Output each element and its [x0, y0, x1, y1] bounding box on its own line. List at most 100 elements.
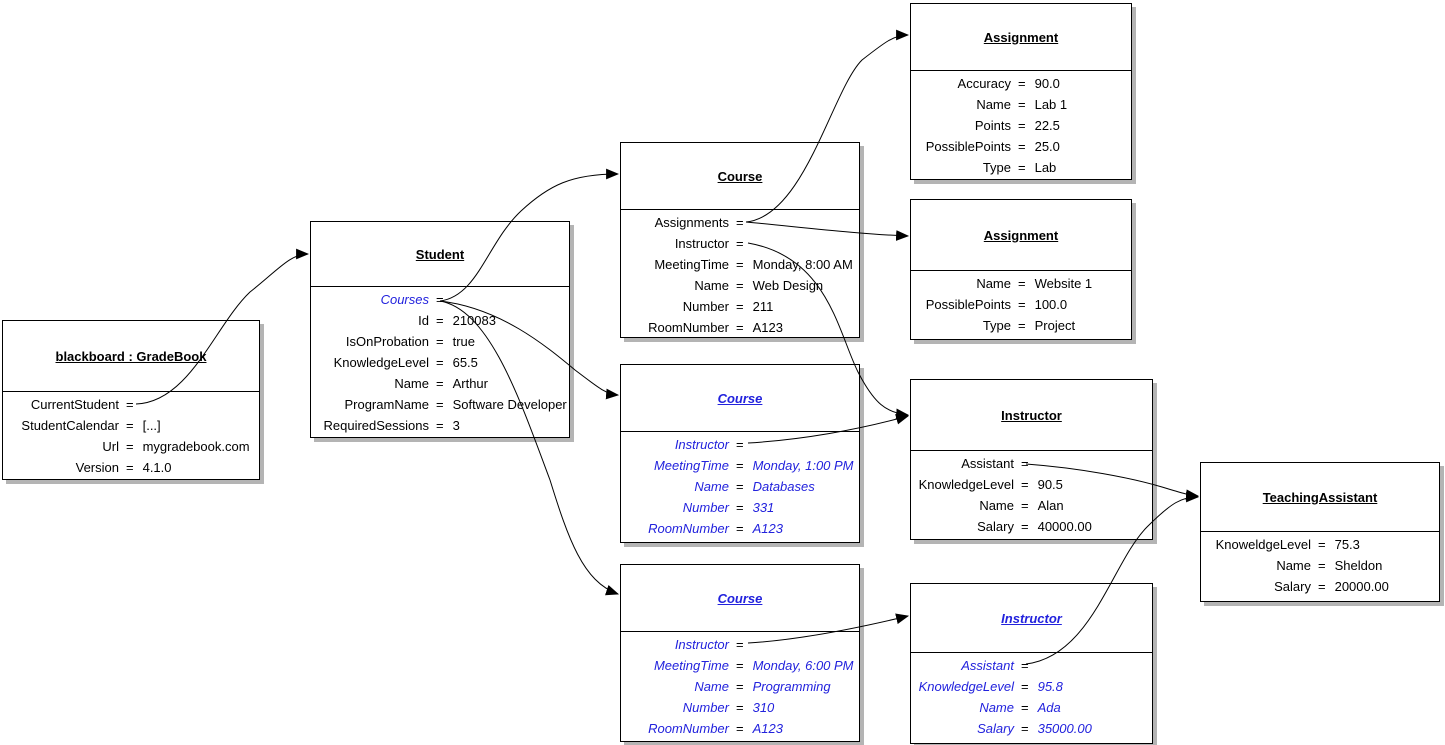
object-box-header: Student [311, 222, 569, 287]
property-row-accuracy: Accuracy=90.0 [911, 73, 1131, 94]
property-name: KnowledgeLevel [918, 679, 1014, 694]
equals-sign: = [1018, 97, 1026, 112]
property-value: true [452, 334, 475, 349]
property-name: RoomNumber [648, 320, 729, 335]
object-box-header: Instructor [911, 380, 1152, 451]
property-row-isonprobation: IsOnProbation=true [311, 331, 569, 352]
property-row-type: Type = Lab [911, 157, 1131, 178]
property-value: Software Developer [452, 397, 567, 412]
equals-sign: = [736, 278, 744, 293]
equals-sign: = [1018, 139, 1026, 154]
object-box-header: Instructor [911, 584, 1152, 653]
property-name: Salary [977, 721, 1014, 736]
property-name: Points [974, 118, 1011, 133]
property-name: Assistant [961, 658, 1014, 673]
property-name: Number [682, 500, 729, 515]
equals-sign: = [736, 637, 744, 652]
property-value: 20000.00 [1334, 579, 1389, 594]
property-value: 210083 [452, 313, 496, 328]
property-name: MeetingTime [654, 257, 729, 272]
property-value: A123 [752, 521, 783, 536]
property-row-roomnumber: RoomNumber=A123 [621, 718, 859, 739]
property-name: Name [694, 479, 729, 494]
equals-sign: = [436, 397, 444, 412]
property-value: Sheldon [1334, 558, 1383, 573]
property-value: 95.8 [1037, 679, 1063, 694]
property-name: Name [976, 276, 1011, 291]
property-row-id: Id=210083 [311, 310, 569, 331]
property-value: 75.3 [1334, 537, 1360, 552]
equals-sign: = [736, 521, 744, 536]
property-row-roomnumber: RoomNumber=A123 [621, 317, 859, 338]
property-name: Name [394, 376, 429, 391]
property-row-knowledgelevel: KnowledgeLevel=95.8 [911, 676, 1152, 697]
property-name: RoomNumber [648, 521, 729, 536]
object-box-header: Course [621, 143, 859, 210]
object-title: Course [717, 168, 763, 184]
property-row-number: Number=211 [621, 296, 859, 317]
property-row-instructor: Instructor= [621, 434, 859, 455]
property-value: 35000.00 [1037, 721, 1092, 736]
equals-sign: = [1021, 658, 1029, 673]
property-name: Salary [977, 519, 1014, 534]
property-row-name: Name=Sheldon [1201, 555, 1439, 576]
property-value: Lab [1034, 160, 1057, 175]
object-title: Course [717, 590, 763, 606]
equals-sign: = [1318, 579, 1326, 594]
equals-sign: = [1018, 297, 1026, 312]
equals-sign: = [126, 439, 134, 454]
property-value: 310 [752, 700, 775, 715]
property-rows: Instructor=MeetingTime=Monday, 1:00 PM Na… [621, 432, 859, 539]
equals-sign: = [1018, 160, 1026, 175]
equals-sign: = [736, 679, 744, 694]
property-name: Name [979, 700, 1014, 715]
property-row-assignments: Assignments= [621, 212, 859, 233]
property-value: 100.0 [1034, 297, 1068, 312]
property-row-studentcalendar: StudentCalendar=[...] [3, 415, 259, 436]
property-row-possiblepoints: PossiblePoints=100.0 [911, 294, 1131, 315]
equals-sign: = [736, 721, 744, 736]
equals-sign: = [1021, 456, 1029, 471]
equals-sign: = [736, 299, 744, 314]
property-name: Type [982, 160, 1011, 175]
property-name: Instructor [674, 637, 729, 652]
property-name: Number [682, 299, 729, 314]
property-row-name: Name=Alan [911, 495, 1152, 516]
equals-sign: = [1018, 276, 1026, 291]
property-name: Salary [1274, 579, 1311, 594]
equals-sign: = [1318, 537, 1326, 552]
object-box-header: Course [621, 565, 859, 632]
property-row-requiredsessions: RequiredSessions=3 [311, 415, 569, 436]
property-value: Monday, 8:00 AM [752, 257, 853, 272]
object-title: Course [717, 390, 763, 406]
equals-sign: = [436, 355, 444, 370]
property-row-courses: Courses= [311, 289, 569, 310]
property-value: A123 [752, 320, 783, 335]
property-row-currentstudent: CurrentStudent= [3, 394, 259, 415]
property-row-meetingtime: MeetingTime=Monday, 1:00 PM [621, 455, 859, 476]
property-row-name: Name=Arthur [311, 373, 569, 394]
property-value: Monday, 1:00 PM [752, 458, 854, 473]
equals-sign: = [436, 418, 444, 433]
property-name: IsOnProbation [345, 334, 429, 349]
property-name: KnowledgeLevel [918, 477, 1014, 492]
property-name: StudentCalendar [21, 418, 119, 433]
equals-sign: = [1318, 558, 1326, 573]
property-name: MeetingTime [653, 658, 729, 673]
property-row-url: Url=mygradebook.com [3, 436, 259, 457]
